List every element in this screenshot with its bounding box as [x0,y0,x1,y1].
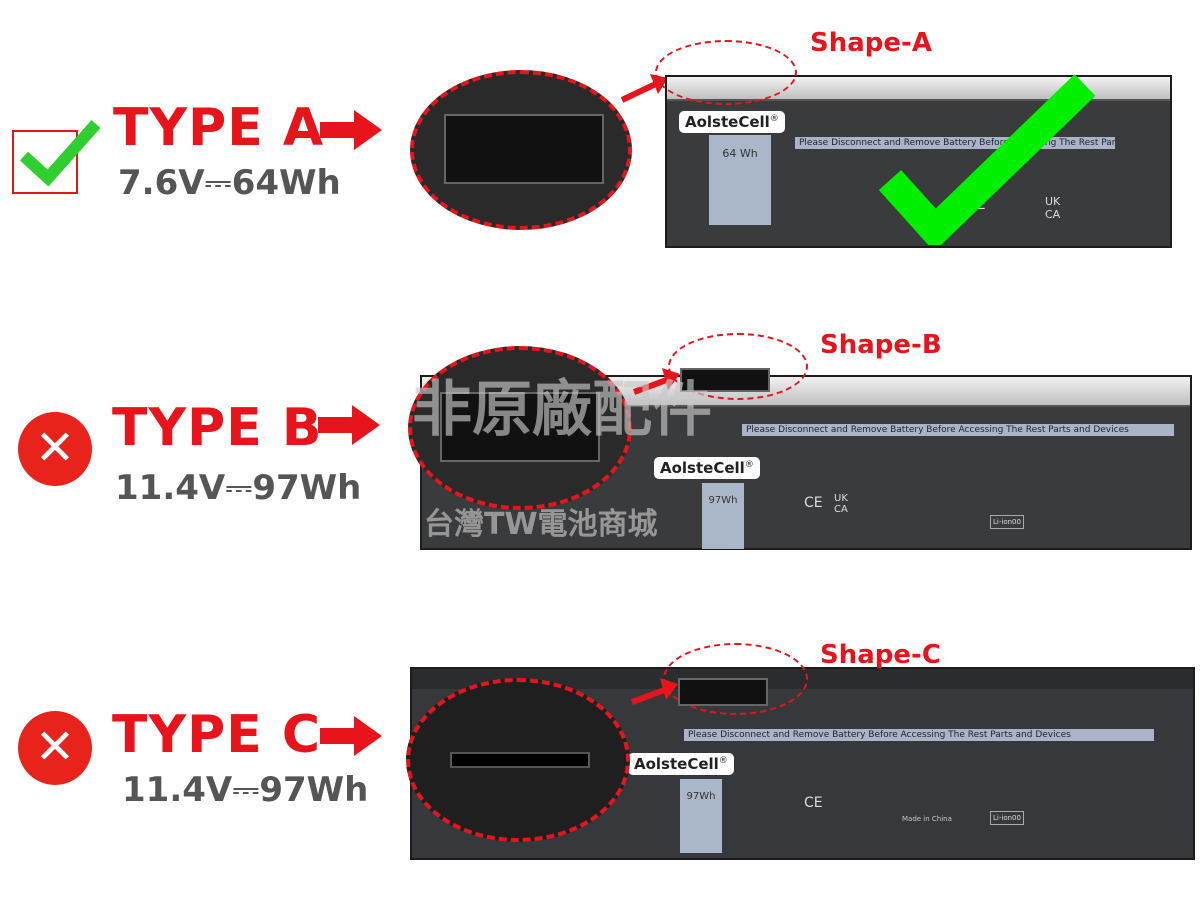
right-arrow-icon [320,110,382,150]
connector-zoom-b [408,346,632,510]
type-b-title: TYPE B [112,398,323,458]
shape-c-highlight [663,643,808,715]
capacity-label: 97Wh [680,779,722,853]
watermark-line-1: 非原廠配件 [412,375,712,445]
shape-b-connector [680,368,770,392]
pointer-arrow-icon [630,678,678,705]
connector-zoom-a [410,70,632,230]
ce-mark: CE [804,495,823,511]
shape-a-label: Shape-A [810,28,932,58]
check-icon [20,120,100,186]
checkbox-check-icon [12,130,78,194]
shape-c-label: Shape-C [820,640,941,670]
x-circle-icon: ✕ [18,412,92,486]
big-check-icon [878,74,1096,245]
x-circle-icon: ✕ [18,711,92,785]
shape-b-highlight [668,333,808,400]
brand-label: AolsteCell® [628,753,734,775]
capacity-label: 97Wh [702,483,744,549]
type-a-title: TYPE A [113,98,325,158]
right-arrow-icon [320,716,382,756]
shape-b-label: Shape-B [820,330,942,360]
shape-a-highlight [655,40,797,105]
pointer-arrow-icon [632,368,680,395]
warning-text: Please Disconnect and Remove Battery Bef… [742,424,1174,436]
ukca-mark: UK CA [1045,195,1061,221]
right-arrow-icon [318,405,380,445]
type-c-spec: 11.4V⎓97Wh [122,770,369,810]
brand-label: AolsteCell® [679,111,785,133]
capacity-label: 64 Wh [709,135,771,225]
warning-text: Please Disconnect and Remove Battery Bef… [684,729,1154,741]
type-c-title: TYPE C [112,705,322,765]
ce-mark: CE [804,795,823,811]
ukca-mark: UK CA [834,493,848,515]
type-b-spec: 11.4V⎓97Wh [115,468,362,508]
shape-c-connector [678,678,768,706]
made-in-label: Made in China [902,815,952,823]
recycle-mark: Li-ion00 [990,515,1024,529]
connector-zoom-c [406,678,630,842]
watermark-line-2: 台灣TW電池商城 [424,507,658,542]
brand-label: AolsteCell® [654,457,760,479]
recycle-mark: Li-ion00 [990,811,1024,825]
type-a-spec: 7.6V⎓64Wh [118,163,341,203]
